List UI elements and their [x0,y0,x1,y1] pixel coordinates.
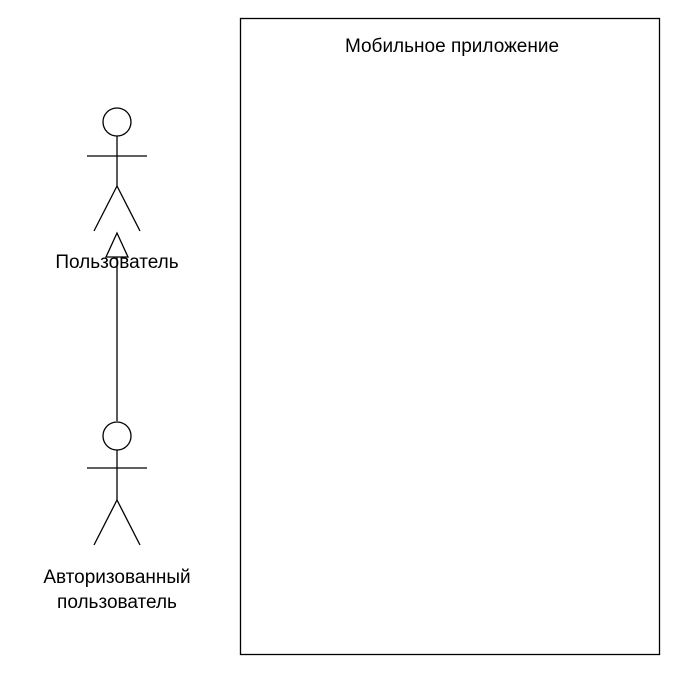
generalization-arrow [104,231,130,421]
actor-authorized-user-head [102,421,132,451]
system-boundary-rect [239,17,661,656]
actor-user-label: Пользователь [55,252,178,273]
actor-user-head [102,107,132,137]
actor-user: Пользователь [55,107,179,273]
actor-authorized-user-label-line2: пользователь [57,592,177,613]
actor-user-right-leg [116,185,141,232]
actor-authorized-user-right-leg [116,499,141,546]
generalization-triangle-icon [104,231,130,258]
actor-user-left-leg [93,185,118,232]
system-boundary-title: Мобильное приложение [345,36,559,57]
actor-authorized-user-label-line1: Авторизованный [43,567,190,588]
actor-authorized-user-left-leg [93,499,118,546]
system-boundary: Мобильное приложение [239,17,661,656]
actor-authorized-user: Авторизованный пользователь [43,421,191,613]
